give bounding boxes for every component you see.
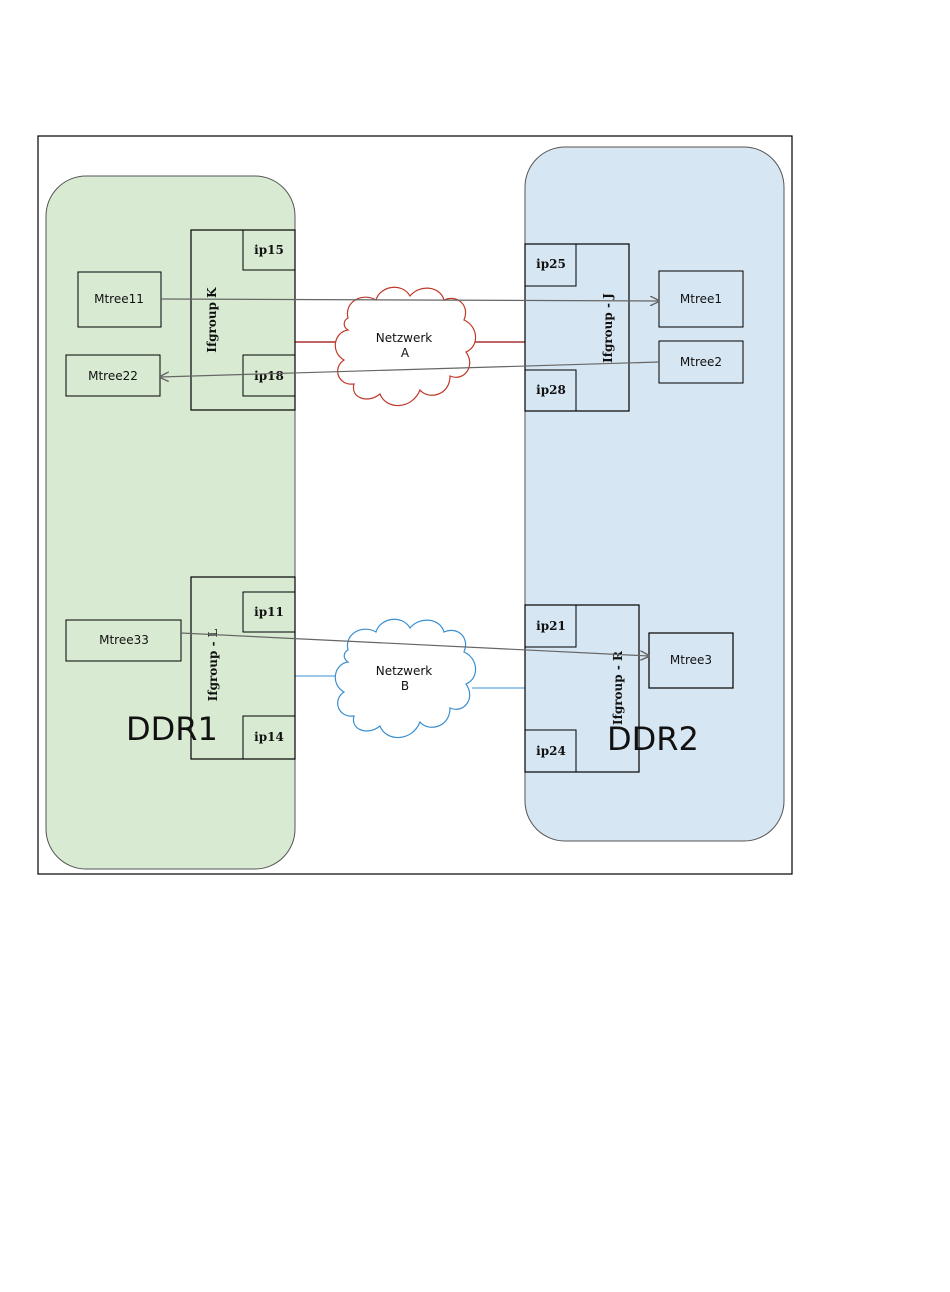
network-a-name: Netzwerk: [376, 331, 432, 345]
mtree2-label: Mtree2: [680, 355, 722, 369]
ip14-label: ip14: [254, 730, 284, 744]
ifgroup-k-label: Ifgroup K: [205, 287, 219, 353]
network-b-name: Netzwerk: [376, 664, 432, 678]
ddr2-label: DDR2: [607, 720, 699, 758]
network-b-id: B: [401, 679, 409, 693]
network-a-id: A: [401, 346, 410, 360]
ip21-label: ip21: [536, 619, 566, 633]
ip18-label: ip18: [254, 369, 284, 383]
ifgroup-r-label: Ifgroup - R: [611, 650, 625, 725]
ip24-label: ip24: [536, 744, 566, 758]
ifgroup-l-label: Ifgroup - L: [206, 628, 220, 701]
mtree3-label: Mtree3: [670, 653, 712, 667]
mtree11-label: Mtree11: [94, 292, 144, 306]
ip15-label: ip15: [254, 243, 284, 257]
ip11-label: ip11: [254, 605, 284, 619]
ddr1-label: DDR1: [126, 710, 218, 748]
ip25-label: ip25: [536, 257, 566, 271]
ddr1-container: [46, 176, 295, 869]
mtree33-label: Mtree33: [99, 633, 149, 647]
ifgroup-j-label: Ifgroup - J: [601, 293, 615, 363]
mtree1-label: Mtree1: [680, 292, 722, 306]
ip28-label: ip28: [536, 383, 566, 397]
mtree22-label: Mtree22: [88, 369, 138, 383]
